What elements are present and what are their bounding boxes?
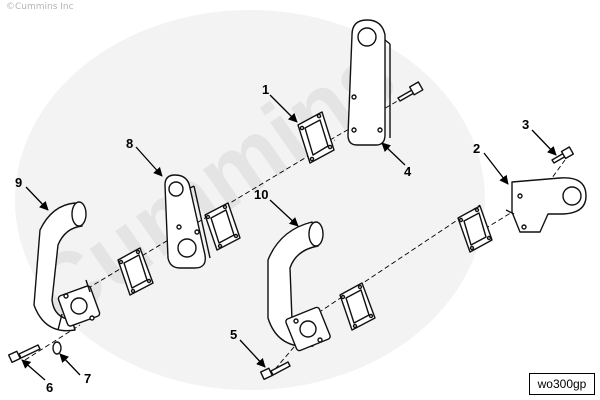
leader-1 xyxy=(269,94,298,123)
washer-7 xyxy=(52,341,62,355)
capscrew-3 xyxy=(551,146,575,164)
gasket-right xyxy=(457,205,493,253)
leader-7 xyxy=(59,353,81,376)
capscrew-5 xyxy=(259,361,291,381)
leader-4 xyxy=(381,142,406,166)
leader-10 xyxy=(269,199,299,227)
callout-2: 2 xyxy=(473,141,480,156)
callout-3: 3 xyxy=(522,117,529,132)
gasket-lower-left xyxy=(117,247,154,296)
copyright-notice: ©Cummins Inc xyxy=(6,2,74,12)
callout-numbers: 1 2 3 4 5 6 7 8 9 10 xyxy=(15,82,529,395)
leader-2 xyxy=(483,152,509,185)
callout-7: 7 xyxy=(84,371,91,386)
leader-3 xyxy=(531,129,557,156)
mounting-bracket-8 xyxy=(164,174,211,269)
gasket-1 xyxy=(297,111,335,164)
callout-5: 5 xyxy=(230,327,237,342)
leader-9 xyxy=(25,186,49,211)
gasket-center xyxy=(339,282,376,331)
callout-6: 6 xyxy=(46,380,53,395)
callout-10: 10 xyxy=(254,187,268,202)
diagram-code-label: wo300gp xyxy=(529,373,595,395)
leader-5 xyxy=(239,339,266,368)
capscrew-6 xyxy=(7,344,41,364)
capscrew-near-bracket xyxy=(397,81,424,102)
leader-8 xyxy=(135,146,163,177)
callout-1: 1 xyxy=(262,82,269,97)
leader-lines xyxy=(21,94,557,381)
callout-9: 9 xyxy=(15,175,22,190)
support-bracket-2 xyxy=(505,177,587,233)
exhaust-elbow-10 xyxy=(267,221,331,352)
gasket-upper-left xyxy=(204,202,241,251)
leader-6 xyxy=(21,359,46,381)
callout-8: 8 xyxy=(126,136,133,151)
callout-4: 4 xyxy=(404,164,412,179)
support-bracket-4 xyxy=(347,19,391,146)
exhaust-elbow-9 xyxy=(33,201,101,332)
watermark: Cummins xyxy=(11,10,485,390)
